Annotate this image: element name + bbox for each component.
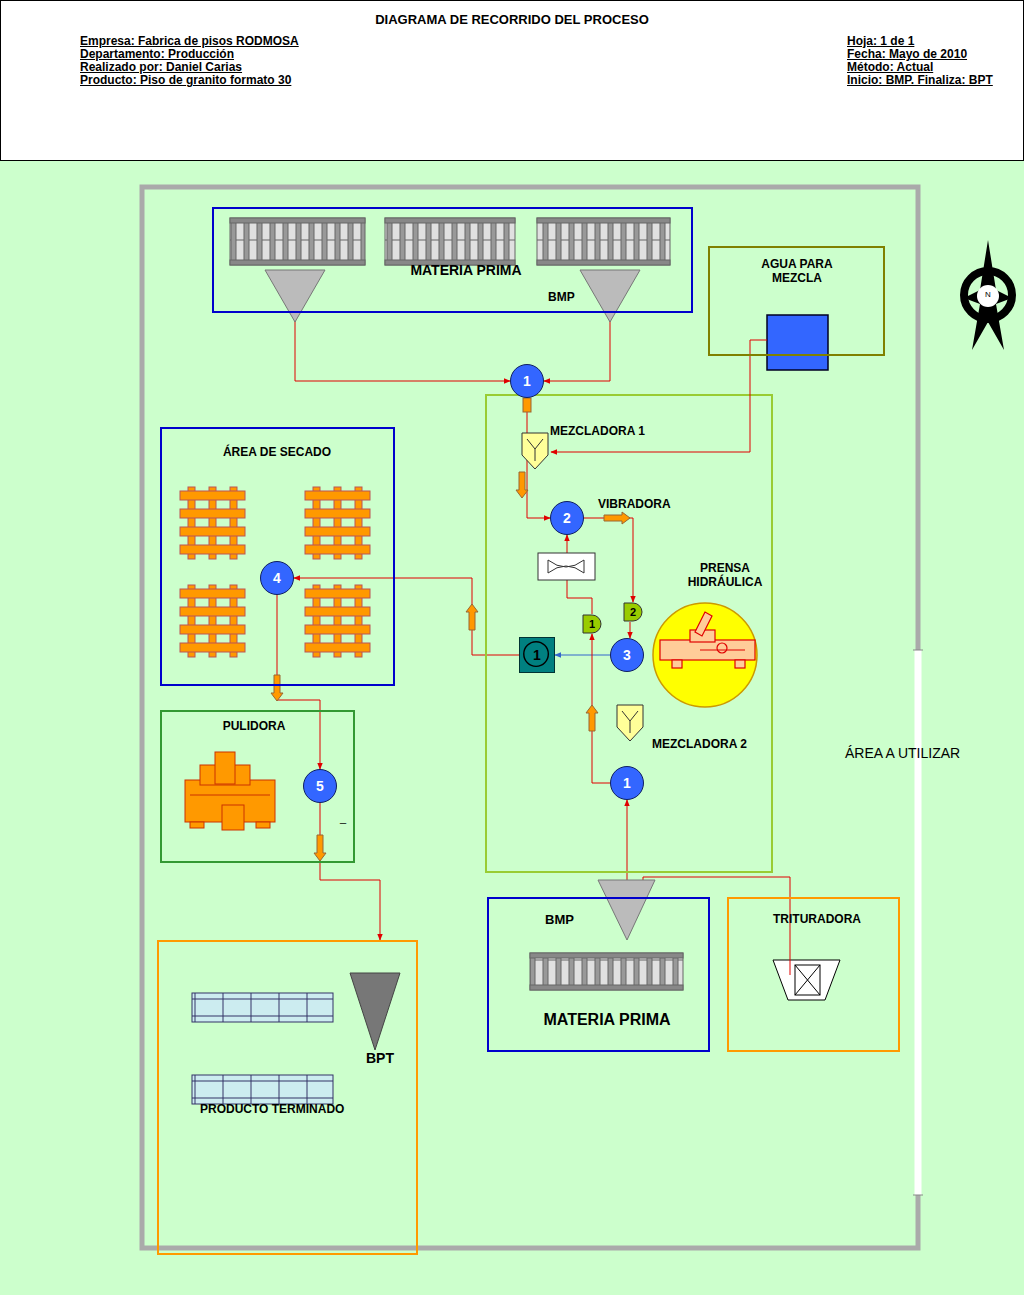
machine-label: MEZCLADORA 2 [652,738,747,752]
flow-connector [555,655,610,656]
node-number: 5 [316,779,324,793]
header-info: Realizado por: Daniel Carias [80,61,242,75]
inspection-square: 1 [519,637,555,673]
area-title: AGUA PARA MEZCLA [742,258,852,286]
crusher-area: TRITURADORA [727,897,900,1052]
note-mark: _ [340,812,346,825]
finished-goods-area: BPT PRODUCTO TERMINADO [157,940,418,1255]
polishing-area: PULIDORA 5 [160,710,355,863]
node-number: 1 [589,619,595,630]
drying-area: ÁREA DE SECADO 4 [160,427,395,686]
header-info: Departamento: Producción [80,48,234,62]
flow-connector [630,622,631,638]
area-title: PRODUCTO TERMINADO [200,1103,344,1117]
flow-connector [643,877,790,897]
operation-circle: 2 [550,501,584,535]
machine-label: MEZCLADORA 1 [550,425,645,439]
machine-label: VIBRADORA [598,498,671,512]
area-label: ÁREA A UTILIZAR [845,745,960,761]
area-title: MATERIA PRIMA [410,262,521,278]
operation-circle: 3 [610,638,644,672]
water-area: AGUA PARA MEZCLA [708,246,885,356]
area-title: TRITURADORA [773,913,861,927]
area-title: ÁREA DE SECADO [223,446,331,460]
delay-symbol: 2 [623,602,643,622]
node-number: 1 [533,648,541,662]
storage-area: MATERIA PRIMA BMP [212,207,693,313]
operation-circle: 1 [510,364,544,398]
area-title: BMP [548,291,575,305]
header-info: Inicio: BMP. Finaliza: BPT [847,74,993,88]
machine-label: PRENSA HIDRÁULICA [680,562,770,590]
node-number: 1 [623,776,631,790]
diagram-title: DIAGRAMA DE RECORRIDO DEL PROCESO [375,13,649,28]
header-info: Método: Actual [847,61,933,75]
delay-symbol: 1 [582,614,602,634]
node-number: 2 [630,607,636,618]
flow-connector [544,313,610,381]
storage-area: BMP MATERIA PRIMA [487,897,710,1052]
area-title: BMP [545,913,574,928]
operation-circle: 1 [610,766,644,800]
area-title: BPT [366,1050,394,1066]
header-info: Producto: Piso de granito formato 30 [80,74,291,88]
area-title: PULIDORA [223,720,286,734]
node-number: 2 [563,511,571,525]
operation-circle: 5 [303,769,337,803]
flow-connector [295,313,510,381]
node-number: 4 [273,571,281,585]
area-title: MATERIA PRIMA [543,1011,670,1029]
header-info: Fecha: Mayo de 2010 [847,48,967,62]
node-number: 1 [523,374,531,388]
compass-letter: N [985,290,991,299]
header-info: Hoja: 1 de 1 [847,35,914,49]
flow-connector [320,803,380,940]
header-info: Empresa: Fabrica de pisos RODMOSA [80,35,299,49]
operation-circle: 4 [260,561,294,595]
node-number: 3 [623,648,631,662]
